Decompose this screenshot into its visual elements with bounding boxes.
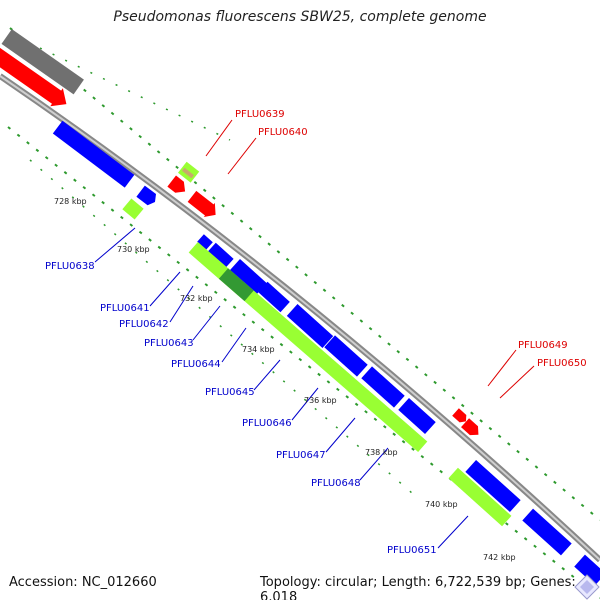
green-feature-728 (122, 198, 144, 220)
gc-dotted-line-inner (7, 126, 600, 599)
label-pflu0644: PFLU0644 (171, 359, 221, 370)
upper-gray-block (1, 29, 84, 95)
label-pflu0640: PFLU0640 (258, 127, 308, 138)
kbp-tick-labels: 728 kbp 730 kbp 732 kbp 734 kbp 736 kbp … (54, 197, 516, 562)
forward-gene-labels: PFLU0639 PFLU0640 PFLU0649 PFLU0650 (235, 109, 587, 369)
label-pflu0638: PFLU0638 (45, 261, 95, 272)
reverse-cds-lower-2 (522, 508, 572, 556)
label-pflu0641: PFLU0641 (100, 303, 150, 314)
backbone-circle-highlight (0, 75, 600, 561)
green-feature-0639 (178, 161, 200, 183)
gc-dotted-line-outer (9, 27, 600, 521)
label-pflu0646: PFLU0646 (242, 418, 292, 429)
forward-cds-top-left (0, 47, 67, 107)
label-pflu0643: PFLU0643 (144, 338, 194, 349)
label-pflu0645: PFLU0645 (205, 387, 255, 398)
reverse-cds-lower-3 (574, 554, 600, 586)
gc-dotted-line-lower (29, 159, 421, 501)
tick-728: 728 kbp (54, 197, 87, 206)
tick-742: 742 kbp (483, 553, 516, 562)
label-pflu0642: PFLU0642 (119, 319, 169, 330)
tick-732: 732 kbp (180, 294, 213, 303)
label-pflu0648: PFLU0648 (311, 478, 361, 489)
tick-736: 736 kbp (304, 396, 337, 405)
tick-730: 730 kbp (117, 245, 150, 254)
tick-734: 734 kbp (242, 345, 275, 354)
diamond-zoom-icon[interactable] (574, 574, 600, 600)
forward-cds-pflu0640 (187, 190, 216, 218)
gc-content-track (7, 27, 600, 599)
reverse-gene-labels: PFLU0638 PFLU0641 PFLU0642 PFLU0643 PFLU… (45, 261, 437, 556)
label-pflu0651: PFLU0651 (387, 545, 437, 556)
reverse-cds-upper-left (52, 120, 135, 188)
forward-cds-pflu0649 (452, 408, 467, 423)
reverse-cds-chain (197, 234, 436, 434)
forward-cds-pflu0650 (461, 418, 479, 436)
tick-740: 740 kbp (425, 500, 458, 509)
gene-label-leaders (94, 119, 535, 549)
label-pflu0650: PFLU0650 (537, 358, 587, 369)
genome-summary-label: Topology: circular; Length: 6,722,539 bp… (260, 575, 576, 600)
label-pflu0649: PFLU0649 (518, 340, 568, 351)
label-pflu0639: PFLU0639 (235, 109, 285, 120)
map-title: Pseudomonas fluorescens SBW25, complete … (113, 9, 487, 25)
accession-label: Accession: NC_012660 (9, 575, 157, 590)
forward-cds-pflu0639 (167, 175, 186, 193)
green-feature-long (188, 241, 428, 453)
reverse-cds-small-1 (136, 185, 157, 206)
green-feature-0651 (448, 467, 512, 527)
reverse-cds-lower-1 (465, 459, 521, 513)
tick-738: 738 kbp (365, 448, 398, 457)
label-pflu0647: PFLU0647 (276, 450, 326, 461)
